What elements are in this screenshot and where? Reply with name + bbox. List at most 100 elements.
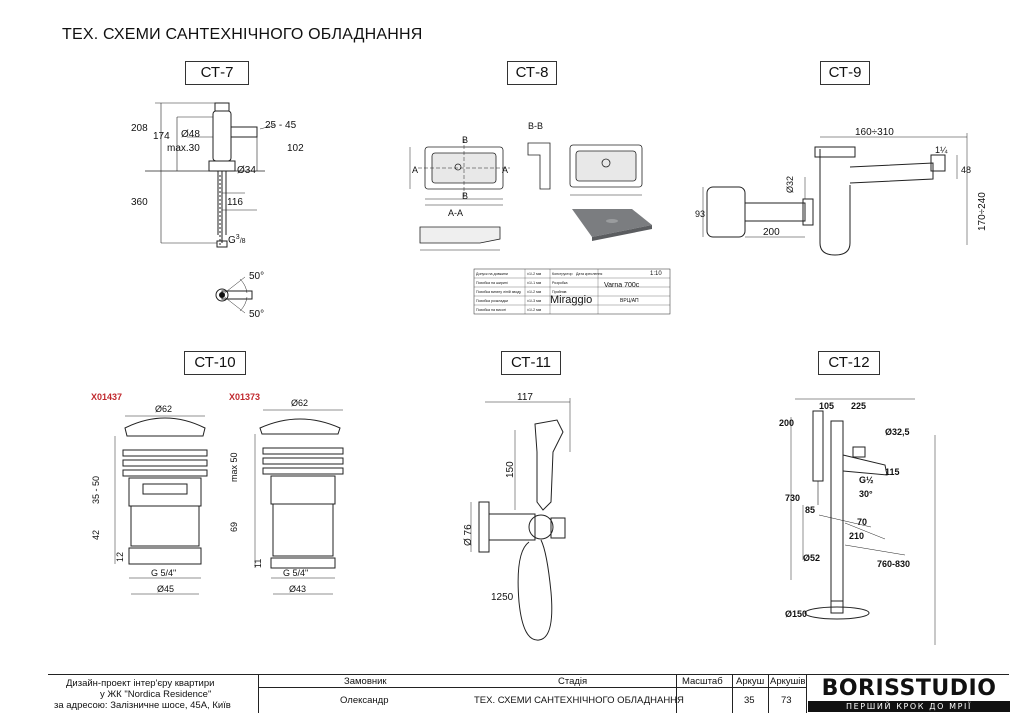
- ct11-dim-117: 117: [517, 392, 533, 403]
- ct7-dim-max30: max.30: [167, 143, 200, 154]
- ct12-dim-g12: G½: [859, 475, 874, 485]
- ct7-angle-top: 50°: [249, 271, 264, 282]
- ct9-dim-48: 48: [961, 165, 971, 175]
- sheets-label: Аркушів: [770, 676, 806, 687]
- ct10-left-g54: G 5/4": [151, 568, 176, 578]
- project-line-3: за адресою: Залізничне шосе, 45А, Київ: [54, 700, 231, 711]
- label-ct12: СТ-12: [818, 351, 880, 375]
- ct8-table-r3c1: ±1/-3 мм: [527, 299, 542, 303]
- logo-text: BORISSTUDIO: [821, 676, 997, 701]
- ct11-drawing: 117 150 Ø 76 1250: [463, 392, 571, 641]
- ct9-dim-1-1-4: 1¼: [935, 145, 948, 155]
- ct10-left-35-50: 35 - 50: [91, 476, 101, 504]
- customer-label: Замовник: [344, 676, 387, 687]
- ct8-table-r1c0: Похибка на ширині: [476, 281, 508, 285]
- ct7-dim-102: 102: [287, 143, 304, 154]
- ct8-brand: Miraggio: [550, 294, 592, 306]
- ct8-mark-a-right: A: [502, 165, 508, 175]
- ct10-left-d62: Ø62: [155, 404, 172, 414]
- ct10-code-right: X01373: [229, 392, 260, 402]
- ct10-right-69: 69: [229, 522, 239, 532]
- ct8-section-bb: B-B: [528, 121, 543, 131]
- ct9-dim-d32: Ø32: [785, 176, 795, 193]
- ct7-dim-d48: Ø48: [181, 129, 200, 140]
- sheet-label: Аркуш: [736, 676, 765, 687]
- ct8-table-r0c1: ±1/-2 мм: [527, 272, 542, 276]
- ct12-dim-d52: Ø52: [803, 553, 820, 563]
- label-ct8: СТ-8: [507, 61, 557, 85]
- ct8-table-r3c0: Похибка розкладки: [476, 299, 508, 303]
- ct12-dim-70: 70: [857, 517, 867, 527]
- ct12-dim-d150: Ø150: [785, 609, 807, 619]
- stage-value: ТЕХ. СХЕМИ САНТЕХНІЧНОГО ОБЛАДНАННЯ: [474, 695, 684, 706]
- ct7-dim-208: 208: [131, 123, 148, 134]
- ct10-drawing: X01437 X01373 Ø62 35 - 50 42 12 G 5/4" Ø…: [91, 392, 344, 595]
- ct12-dim-730: 730: [785, 493, 800, 503]
- ct12-dim-115: 115: [885, 467, 900, 477]
- ct8-table-r0c2: Конструктор: [552, 272, 573, 276]
- ct7-angle-bottom: 50°: [249, 309, 264, 320]
- ct8-table-r0c0: Допуск на довжини: [476, 272, 508, 276]
- ct12-dim-760-830: 760-830: [877, 559, 910, 569]
- ct8-section-aa: A-A: [448, 208, 463, 218]
- label-ct9: СТ-9: [820, 61, 870, 85]
- ct12-dim-200: 200: [779, 418, 794, 428]
- ct9-dim-170-240: 170÷240: [977, 192, 988, 231]
- ct12-drawing: 105 225 200 Ø32,5 115 G½ 30° 730 85 70 2…: [779, 398, 936, 645]
- ct7-dim-g: G3/8: [228, 234, 246, 246]
- ct9-dim-200: 200: [763, 227, 780, 238]
- ct8-mark-a-left: A: [412, 165, 418, 175]
- ct10-right-g54: G 5/4": [283, 568, 308, 578]
- ct8-table-r2c1: ±1/-2 мм: [527, 290, 542, 294]
- ct8-table-r0c3: Дата креслення: [576, 272, 602, 276]
- project-line-1: Дизайн-проект інтер'єру квартири: [66, 678, 215, 689]
- ct8-mark-b-top: B: [462, 135, 468, 145]
- label-ct7: СТ-7: [185, 61, 249, 85]
- logo-tagline: ПЕРШИЙ КРОК ДО МРІЇ: [808, 701, 1010, 712]
- ct10-code-left: X01437: [91, 392, 122, 402]
- label-ct10: СТ-10: [184, 351, 246, 375]
- ct9-dim-160-310: 160÷310: [855, 127, 894, 138]
- ct8-table-r4c0: Похибка на висоті: [476, 308, 506, 312]
- ct8-model: Varna 700c: [604, 282, 640, 289]
- stage-label: Стадія: [558, 676, 588, 687]
- label-ct11: СТ-11: [501, 351, 561, 375]
- ct10-left-42: 42: [91, 530, 101, 540]
- ct10-right-max50: max 50: [229, 452, 239, 482]
- studio-logo: BORISSTUDIO ПЕРШИЙ КРОК ДО МРІЇ: [808, 676, 1010, 712]
- sheets-value: 73: [781, 695, 792, 706]
- ct10-right-d62: Ø62: [291, 398, 308, 408]
- ct8-code: ВРЦ/АП: [620, 298, 639, 304]
- ct11-dim-150: 150: [505, 461, 516, 478]
- ct12-dim-30deg: 30°: [859, 489, 873, 499]
- ct11-dim-d76: Ø 76: [463, 524, 474, 546]
- ct12-dim-225: 225: [851, 401, 866, 411]
- ct10-right-d43: Ø43: [289, 584, 306, 594]
- ct8-table-r2c2: Прийняв: [552, 290, 567, 294]
- ct7-dim-174: 174: [153, 131, 170, 142]
- ct8-drawing: B-B A-A A A B B Допуск на довжини ±1/-2 …: [409, 121, 671, 315]
- ct11-dim-1250: 1250: [491, 592, 514, 603]
- ct10-left-d45: Ø45: [157, 584, 174, 594]
- ct8-scale: 1:10: [650, 271, 662, 277]
- scale-label: Масштаб: [682, 676, 723, 687]
- ct8-table-r2c0: Похибка вигину ліній зводу: [476, 290, 521, 294]
- project-line-2: у ЖК "Nordica Residence": [100, 689, 212, 700]
- ct7-dim-25-45: 25 - 45: [265, 120, 297, 131]
- customer-value: Олександр: [340, 695, 389, 706]
- ct8-mark-b-bottom: B: [462, 191, 468, 201]
- ct12-dim-210: 210: [849, 531, 864, 541]
- ct8-table-r4c1: ±1/-2 мм: [527, 308, 542, 312]
- sheet-value: 35: [744, 695, 755, 706]
- ct12-dim-85: 85: [805, 505, 815, 515]
- ct12-dim-d32-5: Ø32,5: [885, 427, 910, 437]
- ct10-right-11: 11: [253, 559, 263, 568]
- ct8-table-r1c2: Розробка: [552, 281, 568, 285]
- ct9-dim-93: 93: [695, 209, 705, 219]
- ct8-table-r1c1: ±1/-1 мм: [527, 281, 542, 285]
- ct7-dim-116: 116: [227, 197, 243, 208]
- ct7-drawing: 208 174 Ø48 max.30 25 - 45 102 Ø34 360 1…: [131, 102, 304, 320]
- ct9-drawing: 160÷310 1¼ 48 Ø32 93 200 170÷240: [695, 127, 988, 256]
- title-block: Дизайн-проект інтер'єру квартири у ЖК "N…: [48, 674, 1009, 713]
